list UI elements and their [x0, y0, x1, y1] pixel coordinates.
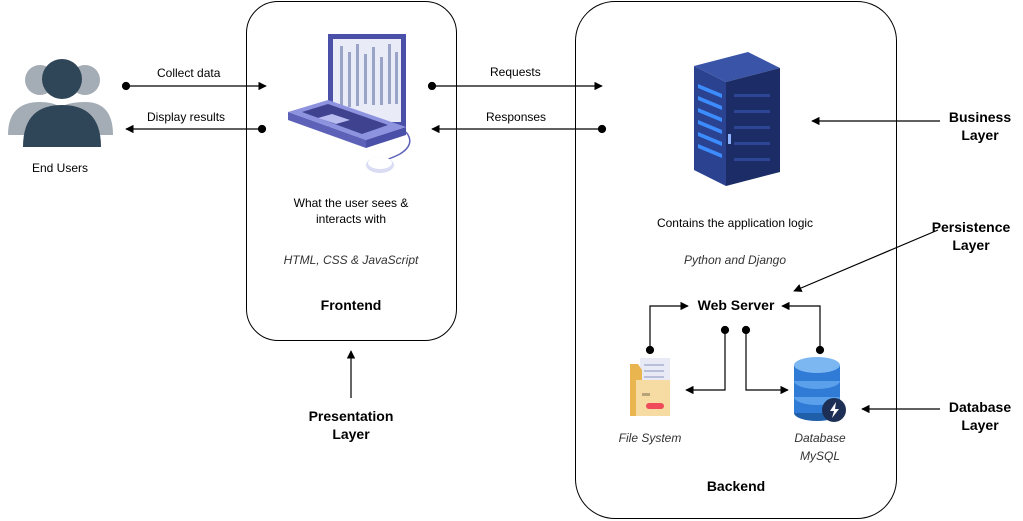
frontend-desc-line1: What the user sees &	[293, 196, 409, 210]
presentation-layer-label-line2: Layer	[332, 426, 370, 442]
frontend-desc-line2: interacts with	[315, 212, 387, 226]
webserver-to-filesystem-arrow	[685, 330, 726, 395]
file-system-label: File System	[618, 431, 682, 445]
backend-title: Backend	[706, 478, 766, 494]
database-layer-label-line1: Database	[948, 399, 1012, 415]
database-icon	[794, 357, 846, 422]
laptop-icon	[288, 34, 411, 173]
business-layer-label-line1: Business	[948, 109, 1012, 125]
persistence-layer-label-line1: Persistence	[931, 219, 1011, 235]
persistence-layer-arrow	[793, 229, 939, 292]
file-system-icon	[630, 358, 670, 416]
web-server-label: Web Server	[697, 297, 775, 313]
frontend-title: Frontend	[320, 297, 382, 313]
display-results-label: Display results	[147, 110, 226, 124]
presentation-layer-label-line1: Presentation	[308, 408, 394, 424]
database-to-webserver-arrow	[781, 301, 821, 350]
persistence-layer-label-line2: Layer	[952, 237, 990, 253]
backend-tech: Python and Django	[683, 253, 787, 267]
responses-label: Responses	[486, 110, 547, 124]
requests-label: Requests	[490, 65, 541, 79]
end-users-label: End Users	[32, 161, 89, 175]
server-rack-icon	[694, 52, 780, 186]
webserver-to-database-arrow	[745, 330, 789, 395]
frontend-tech: HTML, CSS & JavaScript	[283, 253, 419, 267]
business-layer-label-line2: Layer	[961, 127, 999, 143]
database-label-line1: Database	[794, 431, 846, 445]
backend-desc: Contains the application logic	[656, 216, 814, 230]
database-label-line2: MySQL	[799, 449, 840, 463]
database-layer-label-line2: Layer	[961, 417, 999, 433]
users-group-icon	[8, 59, 113, 147]
filesystem-to-webserver-arrow	[649, 301, 689, 350]
collect-data-label: Collect data	[157, 66, 221, 80]
